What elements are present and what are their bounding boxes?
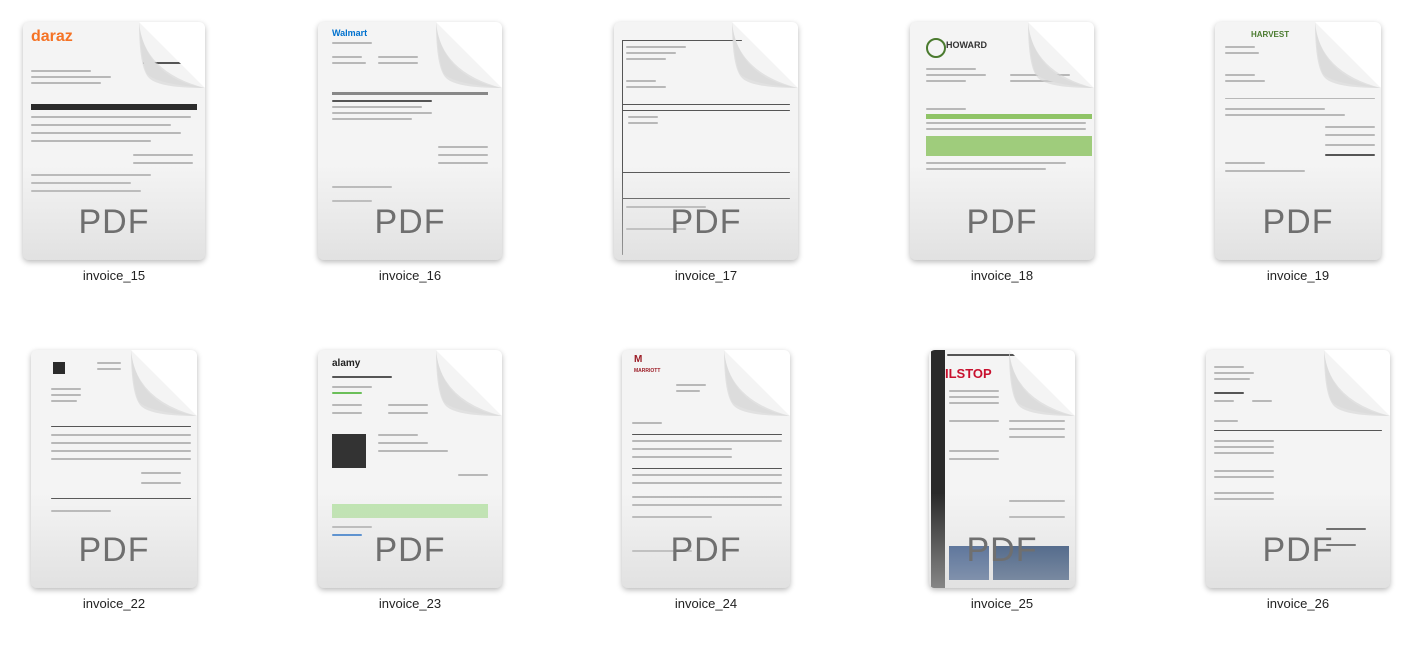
brand-logo: MARRIOTT (634, 368, 661, 374)
page-fold-icon (1009, 350, 1075, 416)
pdf-badge: PDF (966, 203, 1038, 241)
pdf-file-icon[interactable]: HARVEST PDF (1150, 0, 1422, 264)
pdf-thumbnail: PDF (1206, 350, 1390, 588)
pdf-file-icon[interactable]: PDF (558, 0, 854, 264)
page-fold-icon (131, 350, 197, 416)
file-name[interactable]: invoice_16 (378, 268, 442, 283)
pdf-file-icon[interactable]: PDF (1150, 328, 1422, 592)
pdf-badge: PDF (670, 203, 742, 241)
pdf-thumbnail: HOWARD PDF (910, 22, 1094, 260)
pdf-file-icon[interactable]: HOWARD PDF (854, 0, 1150, 264)
pdf-badge: PDF (1262, 203, 1334, 241)
pdf-file-icon[interactable]: ILSTOP PDF (854, 328, 1150, 592)
pdf-thumbnail: M MARRIOTT PDF (622, 350, 790, 588)
file-tile[interactable]: PDF invoice_26 (1150, 328, 1422, 648)
file-name[interactable]: invoice_24 (674, 596, 738, 611)
pdf-file-icon[interactable]: PDF (0, 328, 262, 592)
pdf-file-icon[interactable]: daraz PDF (0, 0, 262, 264)
brand-logo: ILSTOP (945, 366, 992, 381)
file-tile[interactable]: HOWARD PDF inv (854, 0, 1150, 320)
page-fold-icon (139, 22, 205, 88)
file-tile[interactable]: HARVEST PDF (1150, 0, 1422, 320)
page-fold-icon (1315, 22, 1381, 88)
file-name[interactable]: invoice_18 (970, 268, 1034, 283)
file-name[interactable]: invoice_25 (970, 596, 1034, 611)
pdf-file-icon[interactable]: alamy PDF (262, 328, 558, 592)
pdf-badge: PDF (78, 531, 150, 569)
file-tile[interactable]: Walmart PDF (262, 0, 558, 320)
pdf-badge: PDF (374, 531, 446, 569)
pdf-thumbnail: ILSTOP PDF (929, 350, 1075, 588)
marriott-logo-mark: M (634, 354, 643, 365)
file-name[interactable]: invoice_15 (82, 268, 146, 283)
brand-logo: daraz (31, 28, 73, 45)
pdf-file-icon[interactable]: M MARRIOTT PDF (558, 328, 854, 592)
pdf-badge: PDF (670, 531, 742, 569)
file-tile[interactable]: PDF invoice_17 (558, 0, 854, 320)
brand-logo: HARVEST (1251, 30, 1290, 39)
page-fold-icon (732, 22, 798, 88)
page-fold-icon (436, 22, 502, 88)
file-tile[interactable]: ILSTOP PDF (854, 328, 1150, 648)
page-fold-icon (1324, 350, 1390, 416)
howard-logo-mark (926, 38, 946, 58)
file-tile[interactable]: alamy PDF (262, 328, 558, 648)
pdf-file-icon[interactable]: Walmart PDF (262, 0, 558, 264)
page-fold-icon (1028, 22, 1094, 88)
file-name[interactable]: invoice_23 (378, 596, 442, 611)
file-name[interactable]: invoice_26 (1266, 596, 1330, 611)
file-name[interactable]: invoice_19 (1266, 268, 1330, 283)
file-tile[interactable]: PDF invoice_22 (0, 328, 262, 648)
page-fold-icon (724, 350, 790, 416)
brand-logo: HOWARD (946, 40, 987, 50)
pdf-thumbnail: alamy PDF (318, 350, 502, 588)
pdf-badge: PDF (966, 531, 1038, 569)
file-tile[interactable]: daraz PDF (0, 0, 262, 320)
pdf-thumbnail: PDF (31, 350, 197, 588)
pdf-thumbnail: Walmart PDF (318, 22, 502, 260)
pdf-thumbnail: PDF (614, 22, 798, 260)
file-name[interactable]: invoice_22 (82, 596, 146, 611)
pdf-thumbnail: HARVEST PDF (1215, 22, 1381, 260)
file-name[interactable]: invoice_17 (674, 268, 738, 283)
file-tile[interactable]: M MARRIOTT PDF (558, 328, 854, 648)
page-fold-icon (436, 350, 502, 416)
brand-logo: alamy (332, 358, 361, 369)
pdf-badge: PDF (374, 203, 446, 241)
pdf-badge: PDF (1262, 531, 1334, 569)
pdf-thumbnail: daraz PDF (23, 22, 205, 260)
brand-logo: Walmart (332, 28, 368, 38)
pdf-badge: PDF (78, 203, 150, 241)
